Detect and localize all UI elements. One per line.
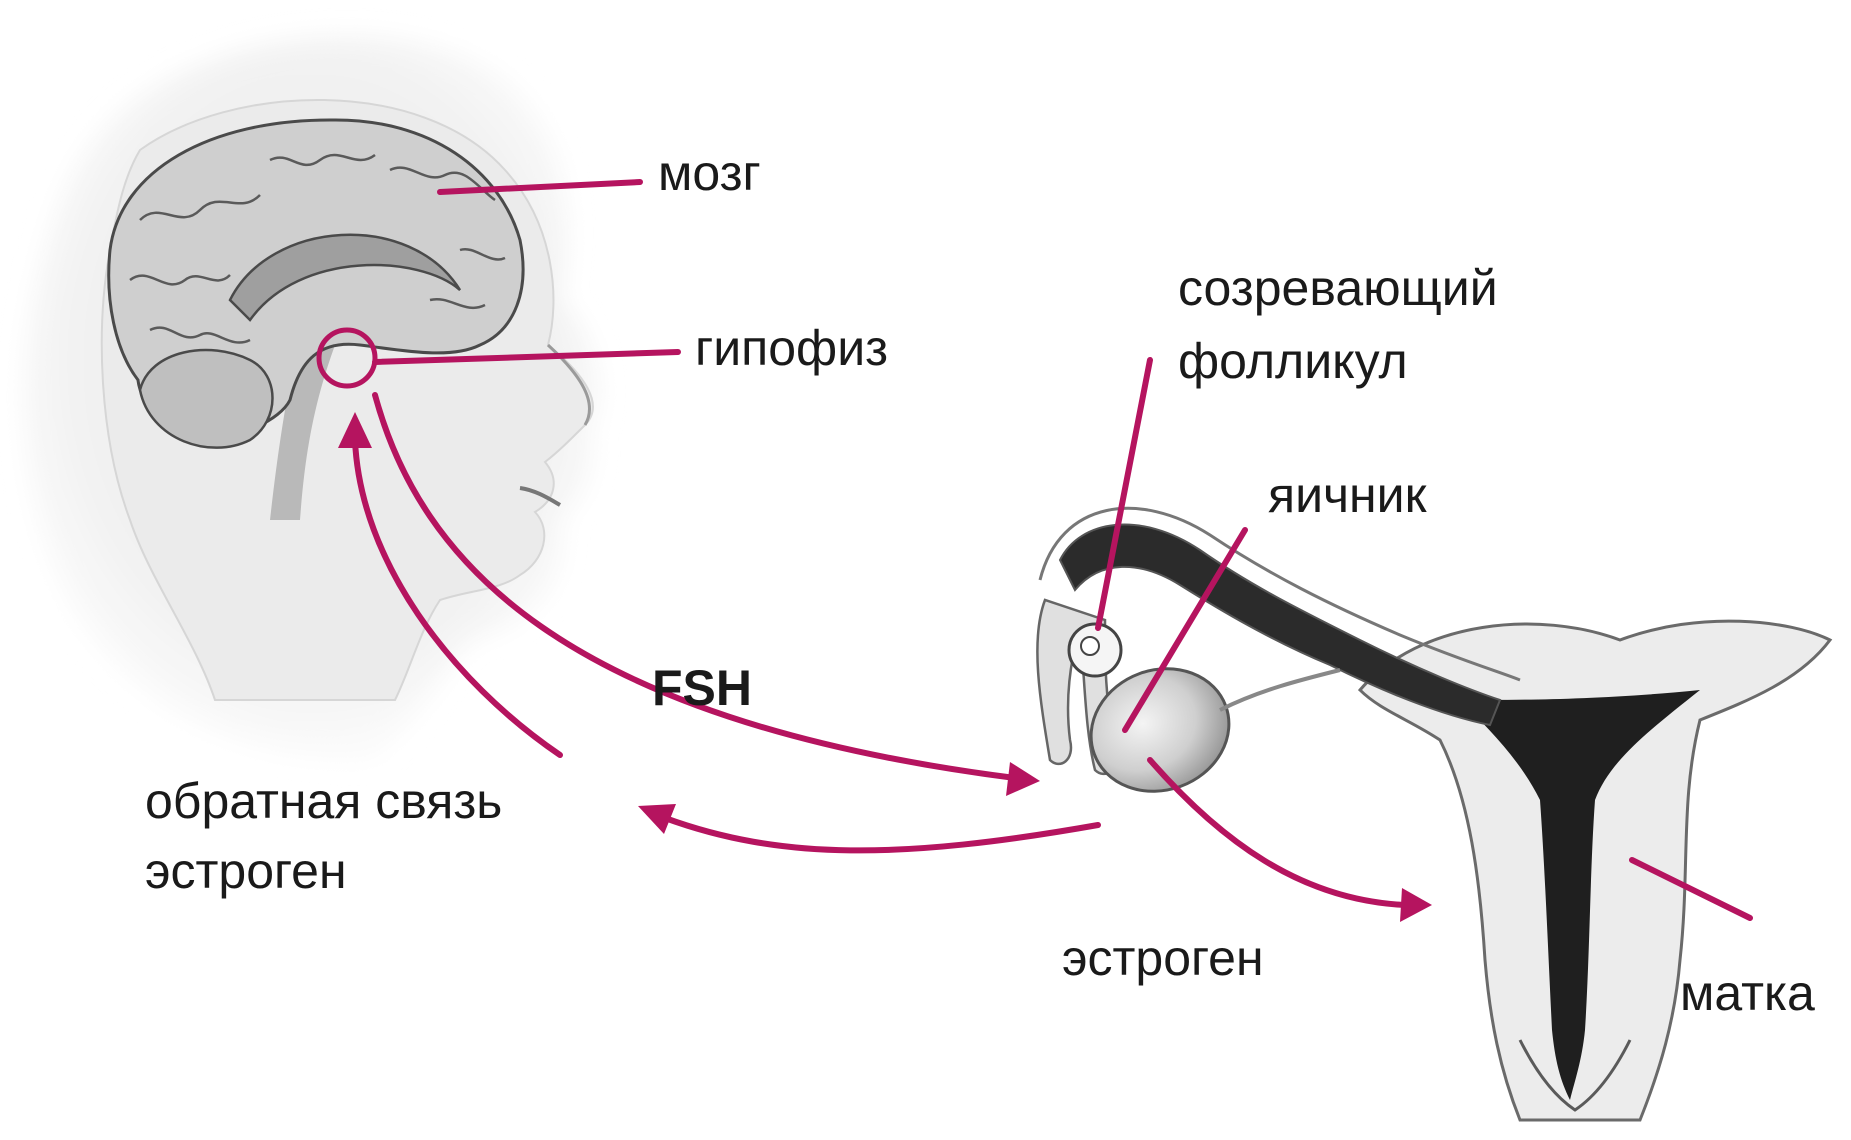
label-follicle-line2: фолликул	[1178, 333, 1408, 389]
label-fsh: FSH	[652, 660, 752, 716]
estrogen-uterus-arrowhead	[1400, 888, 1432, 922]
follicle-leader-line	[1098, 360, 1150, 628]
feedback-estrogen-arrow	[665, 818, 1098, 850]
uterus-ovary-icon	[1037, 508, 1830, 1120]
follicle-oocyte	[1081, 637, 1099, 655]
label-uterus: матка	[1680, 965, 1815, 1021]
label-brain: мозг	[658, 145, 761, 201]
label-estrogen: эстроген	[1062, 930, 1264, 986]
label-follicle-line1: созревающий	[1178, 260, 1498, 316]
ovarian-ligament	[1220, 670, 1340, 710]
label-feedback-line2: эстроген	[145, 843, 347, 899]
fsh-arrowhead	[1006, 762, 1040, 796]
label-feedback-line1: обратная связь	[145, 773, 502, 829]
label-ovary: яичник	[1268, 467, 1428, 523]
head-illustration	[24, 36, 600, 760]
label-pituitary: гипофиз	[695, 320, 888, 376]
